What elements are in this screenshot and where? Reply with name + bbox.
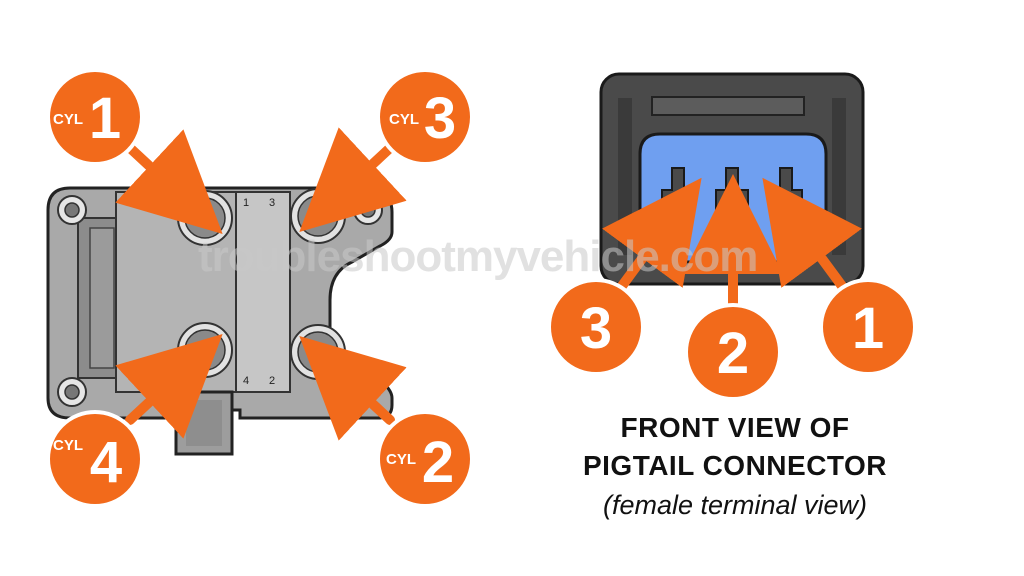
coil-arrows [115, 127, 407, 441]
connector-caption-line3: (female terminal view) [602, 490, 868, 520]
coil-left-inner [89, 227, 115, 369]
connector-arrows [602, 174, 862, 311]
callout-cyl-3-prefix: CYL [389, 111, 419, 128]
arrow-cyl-2 [299, 336, 407, 441]
callout-terminal-1-number: 1 [852, 296, 884, 361]
connector-right-key [832, 98, 846, 255]
mounting-hole-bottom-left [57, 377, 87, 407]
arrow-terminal-3 [602, 177, 702, 291]
mounting-hole-top-right [353, 195, 383, 225]
callout-terminal-2: 2 [684, 303, 782, 401]
callout-terminal-3: 3 [547, 278, 645, 376]
callout-cyl-3-number: 3 [424, 86, 456, 151]
callout-cyl-1-prefix: CYL [53, 111, 83, 128]
callout-cyl-2: CYL 2 [376, 410, 474, 508]
callout-terminal-1: 1 [819, 278, 917, 376]
callout-cyl-3: CYL 3 [376, 68, 474, 166]
coil-bottom-tab-inner [186, 400, 222, 446]
callout-cyl-4-number: 4 [90, 430, 122, 495]
connector-caption-line2: PIGTAIL CONNECTOR [582, 450, 888, 481]
tower-label-2: 2 [269, 375, 275, 387]
connector-left-key [618, 98, 632, 255]
callout-cyl-4: CYL 4 [46, 410, 144, 508]
callout-cyl-2-prefix: CYL [386, 451, 416, 468]
coil-right-block [235, 191, 291, 393]
callout-cyl-4-prefix: CYL [53, 437, 83, 454]
mounting-hole-top-left [57, 195, 87, 225]
tower-label-4: 4 [243, 375, 249, 387]
arrow-cyl-3 [299, 127, 407, 232]
arrow-cyl-1 [115, 129, 223, 235]
connector-caption-line1: FRONT VIEW OF [620, 412, 850, 443]
arrow-cyl-4 [115, 333, 223, 439]
callout-cyl-1: CYL 1 [46, 68, 144, 166]
callout-terminal-3-number: 3 [580, 296, 612, 361]
connector-top-slot [651, 96, 805, 116]
callout-cyl-1-number: 1 [89, 86, 121, 151]
callout-terminal-2-number: 2 [717, 321, 749, 386]
tower-label-3: 3 [269, 197, 275, 209]
tower-label-1: 1 [243, 197, 249, 209]
arrow-terminal-1 [762, 177, 862, 291]
callout-cyl-2-number: 2 [422, 430, 454, 495]
